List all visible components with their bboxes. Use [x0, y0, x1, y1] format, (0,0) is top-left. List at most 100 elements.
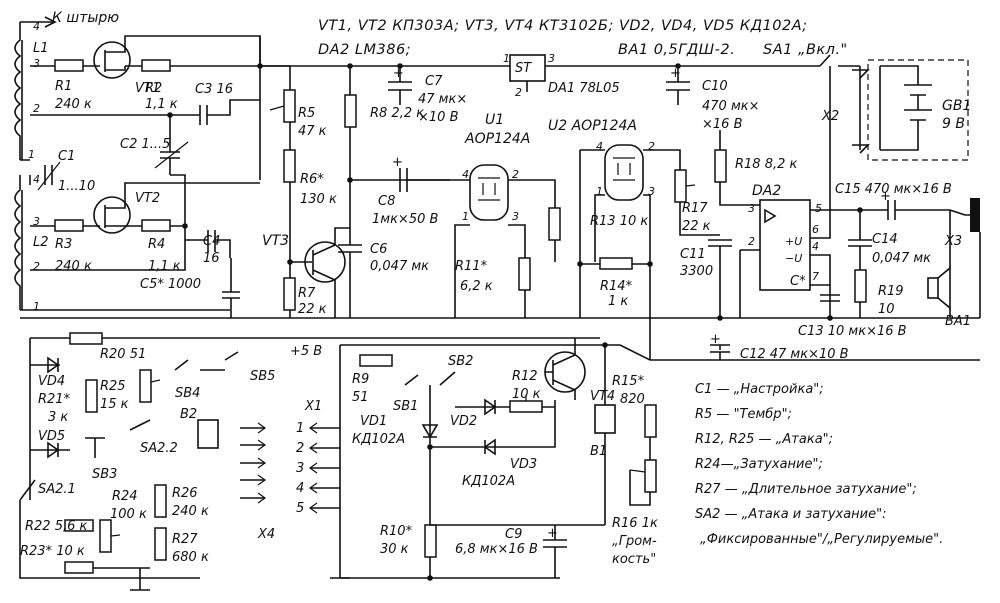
c7-label: C7 — [425, 74, 443, 89]
r5-wiper — [269, 105, 285, 111]
da2-pin2: 2 — [748, 235, 755, 248]
r12-label: R12 — [512, 369, 538, 384]
r13-resistor-left — [548, 207, 561, 241]
c1-plates — [44, 165, 53, 185]
r24-value: 100 к — [110, 507, 147, 522]
r17-wiper — [685, 184, 696, 187]
c10-plus: + — [670, 66, 681, 81]
u2-arrows-icon — [613, 157, 635, 181]
c7-value: 47 мк× — [418, 92, 467, 107]
vt1-leads — [83, 42, 126, 72]
sb1-sb2-switches[interactable] — [404, 371, 456, 386]
vt4-leads — [545, 338, 576, 400]
r26-resistor — [154, 484, 167, 518]
c13-label: C13 10 мк×16 В — [798, 324, 907, 339]
c9-plus: + — [547, 526, 558, 541]
r18-wire — [719, 130, 760, 206]
c8-plus: + — [392, 155, 403, 170]
sa21-switch[interactable] — [19, 479, 36, 501]
sb4-sb5-switches[interactable] — [174, 351, 239, 371]
da2-triangle-icon — [764, 208, 777, 224]
l1-pin3: 3 — [33, 57, 40, 70]
b1-label: B1 — [590, 444, 607, 459]
sa22-switch[interactable] — [129, 419, 151, 431]
r15-resistor — [644, 404, 657, 438]
r16-value1: „Гром- — [612, 534, 657, 549]
r6-value: 130 к — [300, 192, 337, 207]
c11-label: C11 — [680, 247, 706, 262]
lower-left-wires — [19, 338, 200, 591]
x4-pins — [240, 427, 265, 499]
r7-label: R7 — [298, 286, 316, 301]
c15-plus: + — [880, 189, 891, 204]
c10-label: C10 — [702, 79, 728, 94]
r21-value: 3 к — [48, 410, 68, 425]
u2-pin4: 4 — [596, 140, 603, 153]
vt1-label: VT1 — [135, 81, 160, 96]
ba1-label: BA1 — [945, 314, 971, 329]
sb3-label: SB3 — [92, 467, 117, 482]
l2-label: L2 — [33, 235, 49, 250]
junction-dots — [167, 63, 863, 581]
x1-pin-2: 2 — [296, 441, 304, 456]
r24-resistor — [99, 519, 112, 553]
legend-line-2: R5 — "Тембр"; — [695, 407, 792, 422]
sb4-label: SB4 — [175, 386, 200, 401]
legend-line-3: R12, R25 — „Атака"; — [695, 432, 833, 447]
r22-resistor — [64, 519, 94, 532]
c9-label: C9 — [505, 527, 522, 542]
c4-capacitor — [207, 230, 216, 252]
legend-line-5: R27 — „Длительное затухание"; — [695, 482, 917, 497]
header-line1: VT1, VT2 КП303А; VT3, VT4 КТ3102Б; VD2, … — [318, 18, 808, 34]
r4-label: R4 — [148, 237, 165, 252]
vd3-value: КД102А — [462, 474, 515, 489]
r26-label: R26 — [172, 486, 198, 501]
r1-value: 240 к — [55, 97, 92, 112]
da2-plus-u: +U — [785, 235, 802, 248]
ba1-speaker-cone — [937, 266, 951, 310]
l1-pin1: 1 — [28, 148, 35, 161]
r22-label: R22 5,6 к — [25, 519, 88, 534]
r11-value: 6,2 к — [460, 279, 493, 294]
r14-value: 1 к — [608, 294, 628, 309]
r10-label: R10* — [380, 524, 413, 539]
r2-value: 1,1 к — [145, 97, 178, 112]
da2-wires — [739, 66, 860, 318]
antenna-arrow-icon — [44, 16, 57, 28]
c5-capacitor — [222, 258, 240, 318]
da1-pin3: 3 — [548, 52, 555, 65]
header-line2c: SA1 „Вкл." — [763, 42, 848, 58]
sa21-label: SA2.1 — [38, 482, 76, 497]
x3-contact — [949, 209, 970, 216]
c2-label: C2 1...5 — [120, 137, 170, 152]
c12-label: C12 47 мк×10 В — [740, 347, 849, 362]
da2-pin5: 5 — [815, 202, 822, 215]
u1-pin1: 1 — [462, 210, 469, 223]
sa1-switch[interactable] — [819, 54, 860, 67]
r2-resistor — [141, 59, 171, 72]
r5-label: R5 — [298, 106, 315, 121]
c11-value: 3300 — [680, 264, 713, 279]
x2-connector — [859, 66, 881, 150]
r16-wires — [629, 437, 651, 506]
da2-minus-u: −U — [785, 252, 802, 265]
c3-capacitor — [199, 105, 208, 125]
r12-value: 10 к — [512, 387, 541, 402]
r16-value2: кость" — [612, 552, 656, 567]
u2-optocoupler — [604, 144, 644, 201]
r25-wiper — [150, 379, 161, 383]
vt2-label: VT2 — [135, 191, 160, 206]
sb3-switch[interactable] — [85, 437, 105, 458]
c4-wires — [185, 239, 231, 258]
x1-arrow-icons — [308, 422, 318, 514]
c6-label: C6 — [370, 242, 387, 257]
legend-line-4: R24—„Затухание"; — [695, 457, 823, 472]
da2-pin6: 6 — [812, 223, 819, 236]
u1-label: U1 — [485, 112, 504, 128]
r27-label: R27 — [172, 532, 198, 547]
r7-resistor — [283, 277, 296, 311]
vt2-leads — [83, 190, 142, 228]
sb5-label: SB5 — [250, 369, 275, 384]
u1-pin4: 4 — [462, 168, 469, 181]
